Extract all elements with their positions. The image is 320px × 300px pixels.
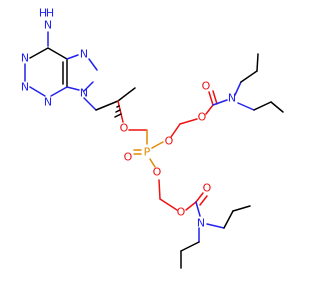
stereo-hash xyxy=(114,105,122,118)
amine-h-label: H xyxy=(46,7,54,20)
bond-imidazole xyxy=(66,54,79,60)
bond-carbonyl-lower xyxy=(195,192,204,203)
bond-propyl xyxy=(240,70,258,83)
amine-h-label: H xyxy=(39,7,47,20)
hash-line xyxy=(114,113,122,118)
bond-ring xyxy=(29,47,49,59)
bond-ring xyxy=(50,86,68,97)
bond-propyl xyxy=(253,101,272,111)
n9-label: N xyxy=(80,87,88,100)
carbonyl-o-lower-label: O xyxy=(203,182,212,195)
bond-carbonyl-upper xyxy=(208,91,214,106)
structure-diagram: H H N N N N N N O P O O O O O N O O N xyxy=(21,7,284,269)
bond-arm-upper xyxy=(170,123,181,138)
ester-o-lower-label: O xyxy=(153,166,162,179)
bond-arm-lower xyxy=(158,179,161,200)
bond-propyl xyxy=(223,210,234,229)
bond-methyl xyxy=(117,87,136,102)
bond-imidazole xyxy=(88,58,98,71)
bond-p-o xyxy=(149,158,156,168)
bond-propyl xyxy=(270,101,284,113)
atom-labels: H H N N N N N N O P O O O O O N O O N xyxy=(21,7,236,230)
n7-label: N xyxy=(80,48,88,61)
phosphorus-label: P xyxy=(144,146,151,159)
bond-imidazole xyxy=(66,86,80,91)
n3-ring-label: N xyxy=(44,96,52,109)
bond-propyl xyxy=(206,223,225,229)
hash-line xyxy=(115,109,121,113)
carbamate-n-lower-label: N xyxy=(197,217,205,230)
bond-ring xyxy=(29,86,46,97)
bond-carbonyl-upper xyxy=(212,90,218,105)
n1-label: N xyxy=(21,52,29,65)
ether-o-label: O xyxy=(120,122,129,135)
bond-propyl xyxy=(234,81,242,96)
amine-n-label: N xyxy=(44,19,52,32)
bonds xyxy=(24,31,284,269)
bond-propyl xyxy=(180,241,200,252)
n3-label: N xyxy=(21,81,29,94)
molecule-svg: H H N N N N N N O P O O O O O N O O N xyxy=(21,7,284,269)
carbamate-o-upper-label: O xyxy=(198,111,207,124)
bond-propyl xyxy=(256,53,259,72)
carbamate-o-lower-label: O xyxy=(177,206,186,219)
bond-arm-lower xyxy=(185,201,197,211)
phosphoryl-o-label: O xyxy=(124,151,133,164)
bond-chain xyxy=(95,100,119,111)
bond-ether xyxy=(117,100,124,123)
bond-propyl xyxy=(237,102,255,111)
bond-carbamate-n-lower xyxy=(195,201,201,217)
bond-p-o xyxy=(151,141,164,149)
bond-carbonyl-lower xyxy=(199,195,208,206)
bond-propyl xyxy=(232,205,251,212)
carbonyl-o-upper-label: O xyxy=(202,80,211,93)
hash-line xyxy=(116,105,120,108)
carbamate-n-upper-label: N xyxy=(228,92,236,105)
bond-arm-upper xyxy=(179,118,198,125)
bond-ring xyxy=(47,47,68,60)
bond-arm-upper xyxy=(205,104,214,115)
bond-imidazole xyxy=(83,81,94,92)
ester-o-upper-label: O xyxy=(165,135,174,148)
bond-carbamate-n-upper xyxy=(212,99,228,106)
bond-chain xyxy=(83,97,97,111)
bond-arm-lower xyxy=(159,198,178,211)
